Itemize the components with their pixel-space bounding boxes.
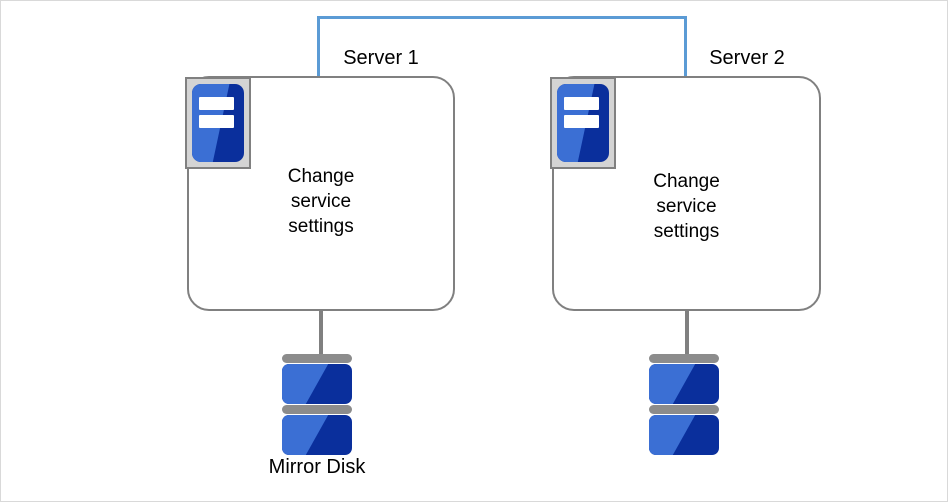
server-icon-bar-bottom — [563, 115, 599, 129]
server-2-label: Server 2 — [709, 47, 785, 69]
mirror-disk-icon-2 — [649, 354, 719, 456]
server-2-body-text: Change service settings — [653, 171, 720, 242]
disk-platter-highlight — [649, 364, 696, 404]
disk-platter-top — [282, 364, 352, 404]
server-icon-bar-bottom — [198, 115, 234, 129]
disk-platter-bottom — [282, 415, 352, 455]
interconnect-line-top — [317, 16, 687, 19]
disk-bar-top — [649, 354, 719, 363]
disk-platter-highlight — [282, 364, 329, 404]
server-icon-body — [192, 84, 244, 162]
disk-bar-middle — [649, 405, 719, 414]
disk-platter-highlight — [282, 415, 329, 455]
disk-platter-bottom — [649, 415, 719, 455]
server-icon-body — [557, 84, 609, 162]
server-1-disk-connector — [319, 311, 323, 357]
mirror-disk-icon-1 — [282, 354, 352, 456]
server-icon-bar-top — [563, 97, 599, 111]
server-1-body-text: Change service settings — [287, 166, 355, 237]
server-icon — [550, 77, 616, 169]
mirror-disk-label: Mirror Disk — [268, 456, 366, 478]
server-icon — [185, 77, 251, 169]
disk-platter-top — [649, 364, 719, 404]
server-1-label: Server 1 — [343, 47, 419, 69]
disk-platter-highlight — [649, 415, 696, 455]
disk-bar-top — [282, 354, 352, 363]
interconnect-line-right-drop — [684, 16, 687, 76]
server-2-disk-connector — [685, 311, 689, 357]
disk-bar-middle — [282, 405, 352, 414]
interconnect-line-left-drop — [317, 16, 320, 76]
server-icon-bar-top — [198, 97, 234, 111]
